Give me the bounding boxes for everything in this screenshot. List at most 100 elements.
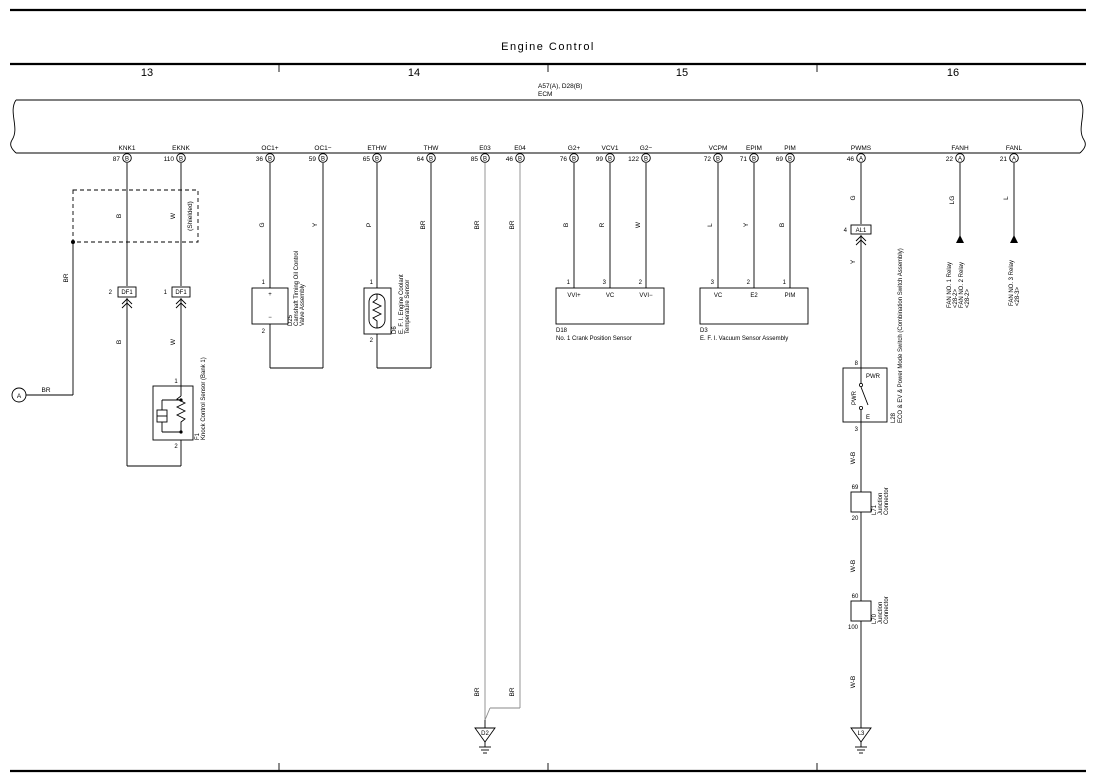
l71-junction [850, 491, 872, 513]
component-name: Junction [878, 602, 884, 624]
df1-name: DF1 [121, 290, 133, 296]
wire-color: BR [474, 687, 481, 696]
wire-color: G [850, 195, 857, 200]
terminal-label: VC [606, 293, 615, 299]
terminal-pin: 46 [847, 156, 855, 163]
wire-color: W [635, 221, 642, 228]
terminal-connector [749, 153, 759, 163]
component-code: D3 [700, 328, 708, 334]
terminal-signal: ETHW [367, 145, 387, 152]
wire-color: BR [63, 273, 70, 282]
terminal-pin: 21 [1000, 156, 1008, 163]
terminal-signal: KNK1 [119, 145, 136, 152]
pin-label: 1 [174, 379, 178, 385]
relay-label: FAN NO. 1 Relay [947, 262, 953, 308]
l28-body [842, 367, 888, 423]
wire-color: L [707, 223, 714, 227]
ect-circuit: 1 2 [363, 163, 432, 369]
pin-label: 2 [370, 338, 374, 344]
d3-body [699, 287, 809, 325]
terminal-signal: PIM [784, 145, 796, 152]
terminal-connector [265, 153, 275, 163]
terminal-connector [480, 153, 490, 163]
ground-label: L3 [858, 731, 865, 737]
terminal-pin: 122 [628, 156, 639, 163]
component-code: L70 [872, 613, 878, 624]
terminal-signal: FANH [951, 145, 969, 152]
relay-label: <28-2> [953, 288, 959, 308]
terminal-connector-letter: B [752, 156, 756, 162]
terminal-connector [955, 153, 965, 163]
terminal-label: VVI+ [567, 293, 581, 299]
terminal-connector [318, 153, 328, 163]
terminal-signal: VCPM [709, 145, 728, 152]
shield-box [72, 189, 199, 243]
component-name: Connector [884, 487, 890, 515]
ocv-plus: + [268, 292, 272, 298]
terminal-pin: 87 [113, 156, 121, 163]
terminal-pin: 64 [417, 156, 425, 163]
wire-color: B [563, 223, 570, 227]
terminal-pin: 99 [596, 156, 604, 163]
terminal-connector-letter: B [608, 156, 612, 162]
terminal-connector [122, 153, 132, 163]
df1-name: DF1 [175, 290, 187, 296]
component-name: Temperature Sensor [405, 280, 411, 334]
terminal-connector-letter: B [125, 156, 129, 162]
terminal-pin: 110 [164, 156, 175, 163]
diagram-title: Engine Control [501, 41, 595, 53]
terminal-connector-letter: B [429, 156, 433, 162]
terminal-signal: EPIM [746, 145, 762, 152]
terminal-connector-letter: B [644, 156, 648, 162]
fan-arrow [1010, 235, 1018, 243]
terminal-signal: PWMS [851, 145, 872, 152]
wire-color: BR [509, 687, 516, 696]
ocv-circuit: + − 1 2 [251, 163, 324, 369]
wire-color: W [170, 338, 177, 345]
terminal-connector [1009, 153, 1019, 163]
component-name: E. F. I. Vacuum Sensor Assembly [700, 336, 788, 342]
wire-color: W [170, 212, 177, 219]
wire-color: BR [41, 387, 50, 394]
pin-label: 20 [852, 516, 859, 522]
section-number: 15 [676, 67, 688, 79]
al1-connector [850, 224, 872, 235]
terminal-pin: 36 [256, 156, 264, 163]
relay-label: <28-2> [965, 288, 971, 308]
ground-label: D2 [481, 731, 489, 737]
relay-label: FAN NO. 3 Relay [1009, 260, 1015, 306]
power-mode-switch-circuit: AL1 4 8 3 PWR E PWR 69 20 60 100 L3 [842, 163, 888, 754]
pin-label: 1 [262, 280, 266, 286]
terminal-connector-letter: A [859, 156, 863, 162]
switch-label: PWR [866, 374, 881, 380]
terminal-signal: E03 [479, 145, 491, 152]
knock-sensor-circuit: A DF1 2 DF1 1 1 2 [11, 163, 199, 467]
terminal-signal: G2+ [568, 145, 581, 152]
ground-d2 [474, 727, 496, 743]
df1-connector [117, 286, 137, 298]
terminal-connector-letter: B [788, 156, 792, 162]
component-code: D25 [288, 314, 294, 326]
component-name: E. F. I. Engine Coolant [399, 274, 405, 334]
df1-connector [171, 286, 191, 298]
terminal-pin: 76 [560, 156, 568, 163]
terminal-signal: EKNK [172, 145, 190, 152]
al1-pin: 4 [844, 228, 848, 234]
pin-label: 69 [852, 485, 859, 491]
df1-pin: 2 [109, 290, 113, 296]
section-number: 13 [141, 67, 153, 79]
terminal-pin: 46 [506, 156, 514, 163]
component-name: Junction [878, 493, 884, 515]
terminal-connector [641, 153, 651, 163]
d18-body [555, 287, 665, 325]
component-code: D18 [556, 328, 568, 334]
terminal-signal: FANL [1006, 145, 1023, 152]
terminal-connector [785, 153, 795, 163]
component-name: Valve Assembly [300, 284, 306, 326]
vacuum-sensor-circuit: 3 2 1 VC E2 PIM D3 E. F. I. Vacuum Senso… [699, 163, 809, 342]
pin-label: 3 [855, 427, 859, 433]
ecm-name: ECM [538, 91, 552, 98]
ecm-block: A57(A), D28(B) ECM [10, 83, 1086, 154]
wire-color: G [259, 222, 266, 227]
